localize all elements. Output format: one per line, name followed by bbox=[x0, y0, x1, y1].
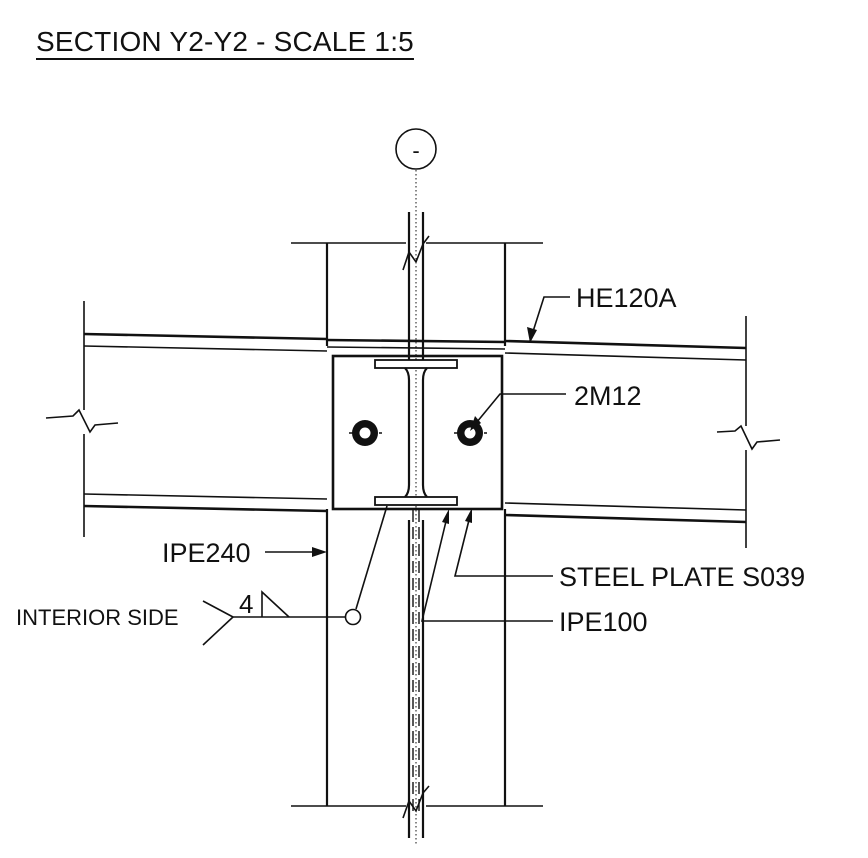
label-ipe100: IPE100 bbox=[559, 607, 648, 637]
ipe100-callout: IPE100 bbox=[420, 509, 648, 637]
gridline-bubble: - bbox=[395, 128, 437, 170]
bolt-callout: 2M12 bbox=[470, 381, 642, 431]
weld-symbol: 4 INTERIOR SIDE bbox=[16, 505, 388, 646]
section-title: SECTION Y2-Y2 - SCALE 1:5 bbox=[36, 26, 414, 57]
beam-top-flange-inner bbox=[326, 346, 506, 350]
column-web bbox=[402, 212, 430, 838]
ipe240-column bbox=[291, 242, 543, 807]
gridline-tag: - bbox=[412, 138, 419, 163]
label-steel-plate: STEEL PLATE S039 bbox=[559, 562, 805, 592]
label-he120a: HE120A bbox=[576, 283, 677, 313]
bolt-right bbox=[454, 420, 487, 446]
he120a-beam-right bbox=[504, 316, 781, 548]
he120a-beam-left bbox=[45, 301, 328, 537]
label-2m12: 2M12 bbox=[574, 381, 642, 411]
he120a-callout: HE120A bbox=[527, 283, 677, 343]
beam-top-flange-joint bbox=[326, 338, 506, 344]
bolt-left bbox=[349, 420, 382, 446]
label-ipe240: IPE240 bbox=[162, 538, 251, 568]
ipe240-callout: IPE240 bbox=[162, 538, 327, 568]
steel-plate-s039 bbox=[331, 354, 504, 511]
steel-plate-callout: STEEL PLATE S039 bbox=[453, 508, 805, 592]
ipe100-section bbox=[374, 359, 458, 506]
label-interior-side: INTERIOR SIDE bbox=[16, 605, 179, 630]
label-weld-size: 4 bbox=[239, 589, 253, 619]
